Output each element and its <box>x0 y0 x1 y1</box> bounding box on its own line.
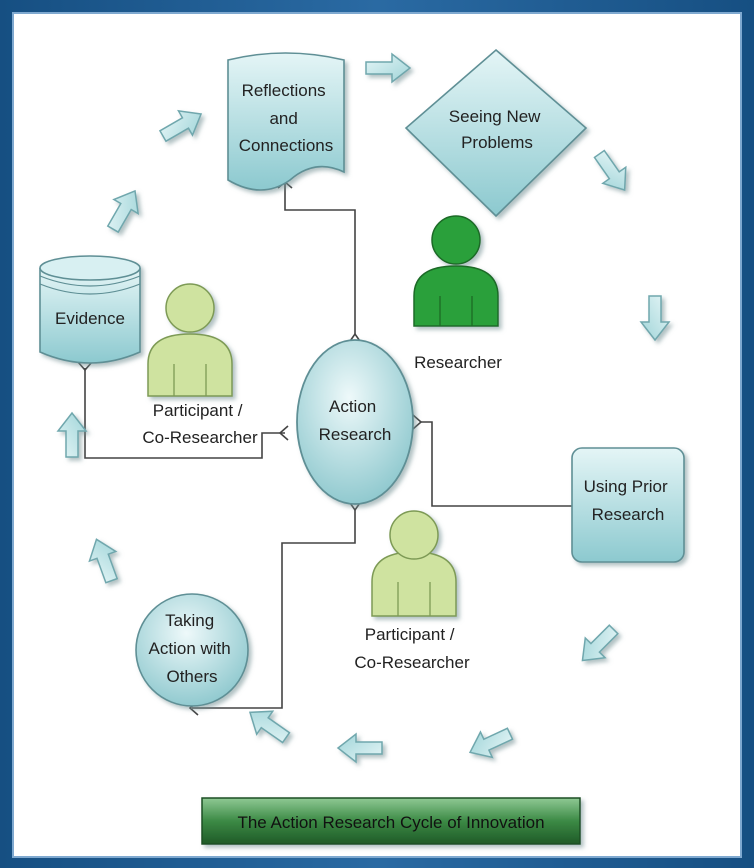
researcher-label: Researcher <box>414 353 502 372</box>
crowfoot-right <box>412 414 423 430</box>
arrow-bottom-middle <box>337 733 383 763</box>
researcher-person-icon <box>413 215 499 327</box>
connector-evidence <box>84 368 285 459</box>
node-seeing-new-problems <box>404 48 588 218</box>
participant-left-person-icon <box>147 283 233 397</box>
reflections-label: Reflections and Connections <box>239 81 334 155</box>
arrow-from-seeing <box>587 145 637 199</box>
node-reflections <box>227 52 345 191</box>
arrow-from-prior <box>571 618 625 672</box>
connector-taking-action <box>192 510 356 709</box>
arrow-to-seeing <box>365 53 411 83</box>
seeing-new-problems-label: Seeing New Problems <box>449 107 545 152</box>
taking-action-label: Taking Action with Others <box>149 611 236 686</box>
caption-bar <box>201 797 581 845</box>
crowfoot-evidence <box>77 361 93 372</box>
node-evidence <box>39 255 141 364</box>
arrow-left-upper <box>100 183 148 237</box>
arrow-to-reflections <box>155 101 209 149</box>
action-research-diagram: Reflections and Connections Seeing New P… <box>39 48 685 845</box>
crowfoot-left <box>278 425 289 441</box>
arrow-left-middle <box>57 412 87 458</box>
node-action-research <box>296 339 414 505</box>
action-research-label: Action Research <box>319 397 392 444</box>
using-prior-research-label: Using Prior Research <box>584 477 673 524</box>
arrow-bottom-right <box>463 720 517 766</box>
connector-prior-research <box>420 421 572 507</box>
arrow-down-right <box>640 295 670 341</box>
diagram-panel: Reflections and Connections Seeing New P… <box>14 14 740 856</box>
participant-bottom-person-icon <box>371 510 457 617</box>
arrow-left-lower <box>82 533 126 587</box>
connector-reflections <box>284 182 356 335</box>
node-using-prior-research <box>571 447 685 563</box>
evidence-label: Evidence <box>55 309 125 328</box>
node-taking-action <box>135 593 249 707</box>
participant-left-label: Participant / Co-Researcher <box>142 401 258 447</box>
participant-bottom-label: Participant / Co-Researcher <box>354 625 470 672</box>
caption-text: The Action Research Cycle of Innovation <box>237 813 544 832</box>
